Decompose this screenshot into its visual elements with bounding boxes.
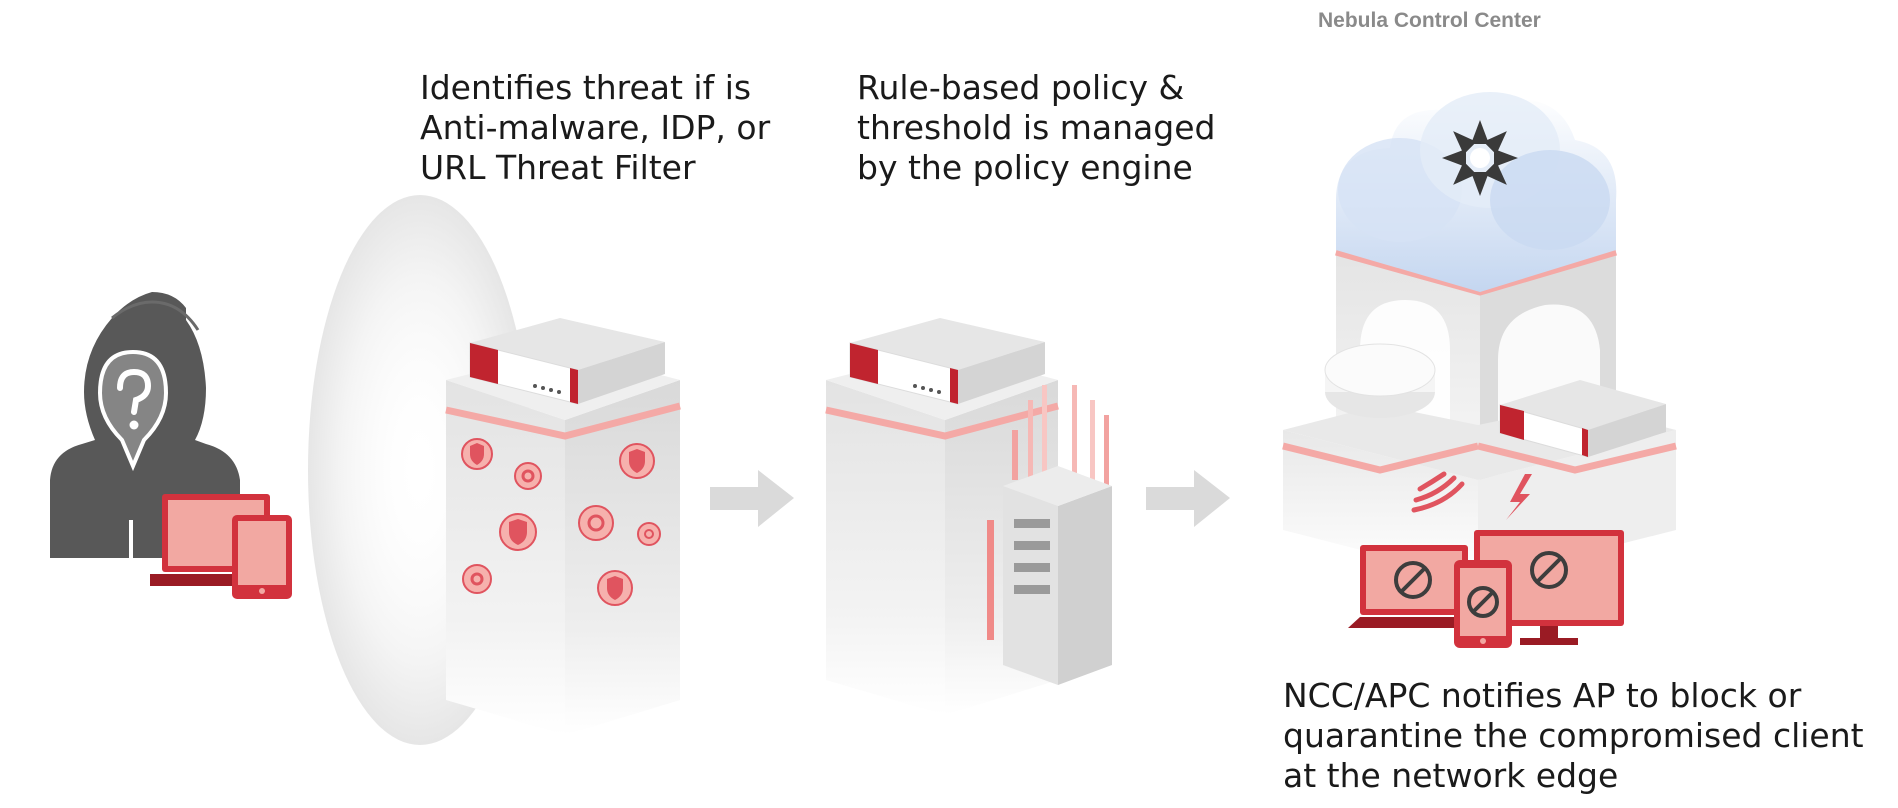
shield-icon [619, 443, 655, 479]
policy-caption-line: Rule-based policy & [857, 68, 1185, 107]
tablet-icon [232, 515, 292, 599]
cloud-title: Nebula Control Center [1318, 9, 1541, 32]
detect-caption-line: URL Threat Filter [420, 148, 696, 187]
firewall-device [1499, 380, 1666, 458]
server-icon [1003, 466, 1112, 685]
shield-icon [461, 438, 493, 470]
quarantine-caption: NCC/APC notifies AP to block or quaranti… [1283, 676, 1864, 796]
detect-caption-line: Anti-malware, IDP, or [420, 108, 771, 147]
lightning-icon [1506, 474, 1532, 520]
shield-icon [499, 513, 537, 551]
detect-caption: Identifies threat if is Anti-malware, ID… [420, 68, 770, 188]
biohazard-icon [462, 564, 492, 594]
policy-caption-line: by the policy engine [857, 148, 1193, 187]
shield-icon [597, 570, 633, 606]
firewall-device [469, 318, 665, 405]
policy-caption: Rule-based policy & threshold is managed… [857, 68, 1215, 188]
monitor-icon [1348, 545, 1480, 628]
question-mark-icon [97, 349, 169, 472]
cloud-icon [1336, 92, 1617, 292]
firewall-device [849, 318, 1045, 405]
nebula-logo-icon [1442, 120, 1518, 196]
block-icon [1530, 551, 1568, 589]
wifi-icon [1411, 471, 1465, 513]
quarantine-caption-line: NCC/APC notifies AP to block or [1283, 676, 1802, 715]
detect-caption-line: Identifies threat if is [420, 68, 752, 107]
quarantine-caption-line: quarantine the compromised client [1283, 716, 1864, 755]
policy-caption-line: threshold is managed [857, 108, 1216, 147]
block-icon [1394, 561, 1432, 599]
arrow-right-icon [1146, 470, 1230, 527]
threat-icons [461, 438, 661, 606]
quarantine-caption-line: at the network edge [1283, 756, 1619, 795]
biohazard-icon [514, 462, 542, 490]
arrow-right-icon [710, 470, 794, 527]
access-point-icon [1324, 343, 1436, 418]
biohazard-icon [637, 522, 661, 546]
block-icon [1467, 586, 1499, 618]
biohazard-icon [578, 505, 614, 541]
blocked-clients [1348, 530, 1624, 648]
